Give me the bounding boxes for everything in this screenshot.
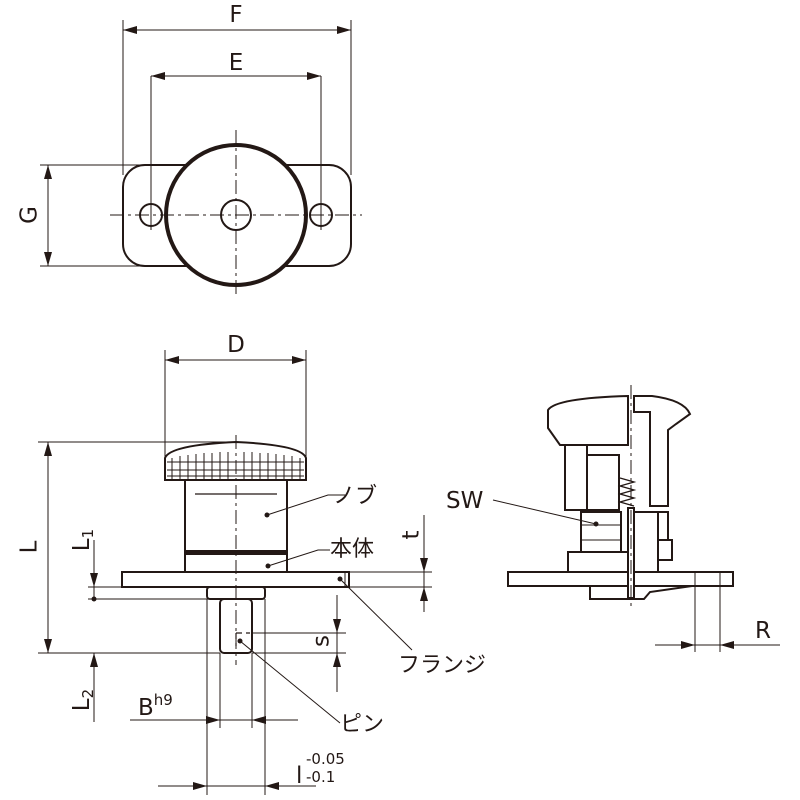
dim-B-label: Bh9 bbox=[138, 691, 173, 721]
label-knob: ノブ bbox=[333, 484, 377, 509]
dim-s-label: s bbox=[309, 635, 335, 647]
leader-knob bbox=[266, 494, 345, 516]
section-flange bbox=[507, 571, 734, 587]
dim-R-label: R bbox=[755, 618, 771, 644]
dim-l-label: l bbox=[296, 763, 302, 789]
top-view: F E G bbox=[17, 2, 362, 298]
leader-body bbox=[267, 549, 330, 567]
dim-D-label: D bbox=[227, 332, 245, 358]
front-view: D L L1 L2 t bbox=[17, 332, 486, 795]
dim-SW-label: SW bbox=[446, 488, 483, 514]
label-pin: ピン bbox=[340, 712, 384, 737]
section-hex-nut bbox=[580, 511, 622, 553]
dim-l-tol-lower: -0.1 bbox=[306, 768, 335, 786]
section-knob-left bbox=[547, 394, 629, 446]
leader-pin bbox=[239, 640, 341, 724]
dim-L1-label: L1 bbox=[69, 529, 97, 551]
section-knob-stem bbox=[564, 444, 588, 511]
dim-L2-label: L2 bbox=[69, 689, 97, 711]
label-body: 本体 bbox=[330, 537, 374, 562]
section-body bbox=[567, 551, 631, 573]
dim-L-label: L bbox=[17, 540, 43, 553]
dim-l-tol-upper: -0.05 bbox=[306, 750, 345, 768]
leader-SW bbox=[492, 499, 597, 525]
label-flange: フランジ bbox=[398, 653, 486, 678]
leader-flange bbox=[339, 578, 413, 651]
dim-E-label: E bbox=[229, 50, 244, 76]
dim-G-label: G bbox=[17, 206, 43, 224]
section-view: SW R bbox=[446, 385, 780, 652]
dim-F-label: F bbox=[229, 2, 242, 28]
section-spring bbox=[617, 477, 637, 507]
dim-t-label: t bbox=[399, 530, 425, 539]
section-lower-stub bbox=[589, 585, 693, 600]
section-knob-right bbox=[633, 395, 692, 507]
